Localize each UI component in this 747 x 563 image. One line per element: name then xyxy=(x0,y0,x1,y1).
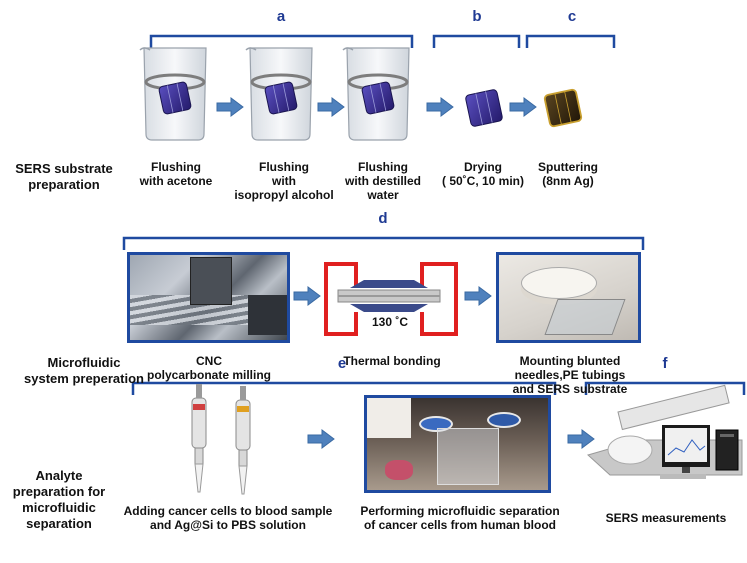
caption-cnc: CNC polycarbonate milling xyxy=(146,354,272,382)
sers-measurement-setup xyxy=(587,384,743,479)
cnc-vise xyxy=(248,295,287,335)
dried-wafer xyxy=(465,89,503,127)
beaker-isopropyl xyxy=(244,46,314,142)
arrow-1 xyxy=(216,97,244,117)
cnc-spindle xyxy=(190,257,232,305)
arrow-4 xyxy=(509,97,537,117)
mounting-photo xyxy=(496,252,641,343)
chip-disc xyxy=(521,267,597,299)
caption-acetone: Flushing with acetone xyxy=(139,160,213,188)
pipette-1 xyxy=(191,384,207,493)
section-microfluidic: Microfluidic system preperation xyxy=(24,355,144,386)
caption-water: Flushing with destilled water xyxy=(344,160,421,202)
label-d: d xyxy=(378,210,388,227)
beaker-water xyxy=(341,46,411,142)
thermal-temperature: 130 ˚C xyxy=(371,315,409,329)
bracket-b xyxy=(432,34,521,48)
caption-sputtering: Sputtering (8nm Ag) xyxy=(538,160,598,188)
section-substrate: SERS substrate preparation xyxy=(15,161,113,192)
label-a: a xyxy=(276,8,286,25)
arrow-2 xyxy=(317,97,345,117)
bracket-c xyxy=(525,34,616,48)
caption-isopropyl: Flushing with isopropyl alcohol xyxy=(234,160,334,202)
separation-photo xyxy=(364,395,551,493)
thermal-bonding-diagram xyxy=(324,262,458,336)
label-b: b xyxy=(472,8,482,25)
bracket-a xyxy=(149,34,414,48)
beaker-acetone xyxy=(138,46,208,142)
arrow-8 xyxy=(567,429,595,449)
arrow-5 xyxy=(293,286,321,306)
arrow-3 xyxy=(426,97,454,117)
caption-measurements: SERS measurements xyxy=(605,511,727,525)
glass-container xyxy=(437,428,499,485)
caption-mounting: Mounting blunted needles,PE tubings and … xyxy=(512,354,628,396)
cnc-milling-photo xyxy=(127,252,290,343)
pipette-2 xyxy=(235,386,251,495)
bracket-e xyxy=(131,381,557,395)
section-analyte: Analyte preparation for microfluidic sep… xyxy=(12,468,106,531)
label-c: c xyxy=(567,8,577,25)
sputtered-wafer xyxy=(543,88,583,128)
bracket-d xyxy=(122,236,645,250)
caption-thermal: Thermal bonding xyxy=(343,354,441,368)
caption-adding: Adding cancer cells to blood sample and … xyxy=(123,504,333,532)
red-sample xyxy=(385,460,413,480)
caption-drying: Drying ( 50˚C, 10 min) xyxy=(441,160,525,188)
bracket-f xyxy=(584,381,746,395)
label-f: f xyxy=(662,355,668,372)
cap-right xyxy=(487,412,521,428)
caption-performing: Performing microfluidic separation of ca… xyxy=(360,504,560,532)
arrow-7 xyxy=(307,429,335,449)
chip-body xyxy=(544,299,626,335)
label-e: e xyxy=(337,355,347,372)
arrow-6 xyxy=(464,286,492,306)
instrument-box xyxy=(367,398,411,438)
